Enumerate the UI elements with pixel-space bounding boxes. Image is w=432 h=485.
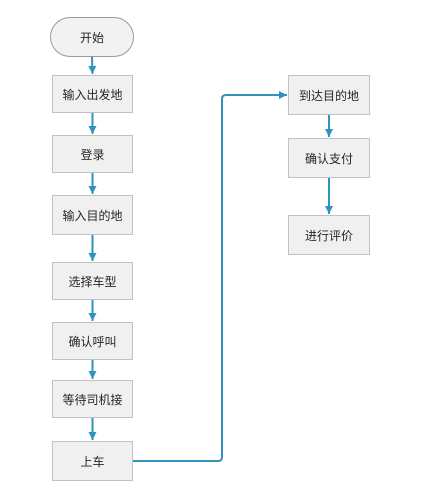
flow-node-wait-driver: 等待司机接 [52, 380, 133, 418]
flow-edge-board-to-arrive [133, 91, 287, 462]
flow-node-rate: 进行评价 [288, 215, 370, 255]
flow-node-select-vehicle: 选择车型 [52, 262, 133, 300]
flow-node-start: 开始 [50, 17, 134, 57]
flow-node-input-destination: 输入目的地 [52, 195, 133, 235]
flow-node-input-origin: 输入出发地 [52, 75, 133, 113]
flow-node-confirm-call: 确认呼叫 [52, 322, 133, 360]
flow-edge-start-to-input-origin [88, 56, 97, 75]
flow-node-login: 登录 [52, 135, 133, 173]
flow-node-board: 上车 [52, 441, 133, 481]
flow-node-confirm-pay: 确认支付 [288, 138, 370, 178]
flow-node-arrive: 到达目的地 [288, 75, 370, 115]
